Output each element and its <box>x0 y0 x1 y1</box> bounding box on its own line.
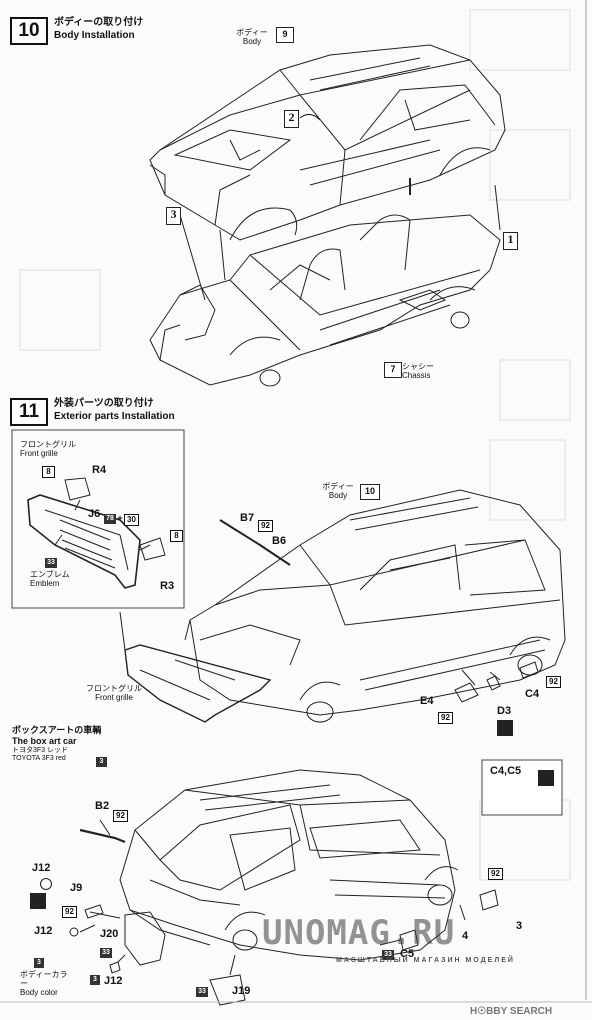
c4c5-label: C4,C5 <box>490 765 522 777</box>
paint-78: 78 <box>104 514 116 524</box>
decal-icon <box>538 770 554 786</box>
part-r4: R4 <box>92 464 107 476</box>
body-label-en: Body <box>242 37 262 46</box>
rear-car <box>69 769 499 1006</box>
box-art-info: ボックスアートの車輌 The box art car トヨタ3F3 レッド TO… <box>12 725 101 763</box>
chassis-label-en: Chassis <box>402 371 431 380</box>
chassis-label-jp: シャシー <box>402 362 434 371</box>
j12-mid-paint: 3 <box>34 958 44 968</box>
body-color-label-en: Body color <box>20 988 58 997</box>
j19-paint: 33 <box>196 987 208 997</box>
step-11-title-jp: 外装パーツの取り付け <box>54 398 154 409</box>
right-paint: 92 <box>488 868 503 880</box>
body-color-paint: 3 <box>90 975 100 985</box>
step-11-number: 11 <box>10 398 48 426</box>
body-color-label: ボディーカラー Body color <box>20 970 70 997</box>
step10-body-shell <box>149 44 506 241</box>
part-r3: R3 <box>160 580 175 592</box>
step10-body-step-ref: 9 <box>276 27 294 43</box>
front-grille-label-jp: フロントグリル <box>86 684 142 693</box>
j9-paint: 92 <box>62 906 77 918</box>
box-art-title-jp: ボックスアートの車輌 <box>12 725 102 735</box>
brush-icon <box>40 878 52 890</box>
part-j12-mid: J12 <box>34 925 53 937</box>
part-d3: D3 <box>497 705 512 717</box>
part-j9: J9 <box>70 882 83 894</box>
j20-paint: 33 <box>100 948 112 958</box>
part-e4: E4 <box>420 695 434 707</box>
step-11-heading: 外装パーツの取り付け Exterior parts Installation <box>54 397 175 423</box>
hobby-search-logo: H☉BBY SEARCH <box>470 1006 553 1017</box>
body-label-en: Body <box>328 491 348 500</box>
step10-chassis-step-ref: 7 <box>384 362 402 378</box>
box-art-car-jp: トヨタ3F3 レッド <box>12 747 69 754</box>
rotate-arrow <box>299 114 321 121</box>
body-label-jp: ボディー <box>236 28 268 37</box>
inset-title: フロントグリル Front grille <box>20 440 80 458</box>
part-j12-bot: J12 <box>104 975 123 987</box>
inset-paint-8b: 8 <box>170 530 183 542</box>
part-j12-top: J12 <box>32 862 51 874</box>
inset-title-en: Front grille <box>20 449 58 458</box>
b7-paint: 92 <box>258 520 273 532</box>
part-j6: J6 <box>88 508 101 520</box>
step11-body-label: ボディー Body <box>318 482 358 500</box>
partial-number: 4 <box>462 930 469 942</box>
callout-3: 3 <box>166 207 181 225</box>
c5-paint: 33 <box>382 950 394 960</box>
emblem-label-jp: エンブレム <box>30 570 70 579</box>
part-c4: C4 <box>525 688 540 700</box>
inset-title-jp: フロントグリル <box>20 440 76 449</box>
step11-car <box>119 489 566 723</box>
part-c5: C5 <box>400 948 415 960</box>
inset-paint-8a: 8 <box>42 466 55 478</box>
step-10-heading: ボディーの取り付け Body Installation <box>54 16 143 42</box>
callout-2: 2 <box>284 110 299 128</box>
body-label-jp: ボディー <box>322 482 354 491</box>
step11-body-step-ref: 10 <box>360 484 380 500</box>
front-grille-label-en: Front grille <box>95 693 133 702</box>
part-b7: B7 <box>240 512 255 524</box>
mix-plus: + <box>117 513 123 523</box>
body-color-label-jp: ボディーカラー <box>20 970 68 988</box>
paint-30: 30 <box>124 514 139 526</box>
step-11-title-en: Exterior parts Installation <box>54 411 175 422</box>
watermark-subtitle: МАСШТАБНЫЙ МАГАЗИН МОДЕЛЕЙ <box>336 957 515 964</box>
b2-paint: 92 <box>113 810 128 822</box>
box-art-car-en: TOYOTA 3F3 red <box>12 755 66 762</box>
callout-1: 1 <box>503 232 518 250</box>
emblem-label-en: Emblem <box>30 579 60 588</box>
step-10-title-en: Body Installation <box>54 30 135 41</box>
front-grille-label: フロントグリル Front grille <box>84 684 144 702</box>
e4-paint: 92 <box>438 712 453 724</box>
step-10-title-jp: ボディーの取り付け <box>54 17 144 28</box>
watermark-logo: UNOMAG.RU <box>262 913 456 953</box>
step-10-number: 10 <box>10 17 48 45</box>
partial-number-2: 3 <box>516 920 523 932</box>
box-art-paint: 3 <box>96 757 107 767</box>
part-j20: J20 <box>100 928 119 940</box>
step10-body-label: ボディー Body <box>232 28 272 46</box>
inset-paint-33: 33 <box>45 558 57 568</box>
step10-chassis-label: シャシー Chassis <box>402 362 442 380</box>
decal-icon <box>497 720 513 736</box>
emblem-label: エンブレム Emblem <box>30 570 74 588</box>
part-j19: J19 <box>232 985 251 997</box>
decal-icon <box>30 893 46 909</box>
box-art-title-en: The box art car <box>12 736 77 746</box>
step10-chassis <box>149 214 501 387</box>
c4-paint: 92 <box>546 676 561 688</box>
part-b6: B6 <box>272 535 287 547</box>
grille-inset-parts <box>27 477 166 589</box>
part-b2: B2 <box>95 800 110 812</box>
